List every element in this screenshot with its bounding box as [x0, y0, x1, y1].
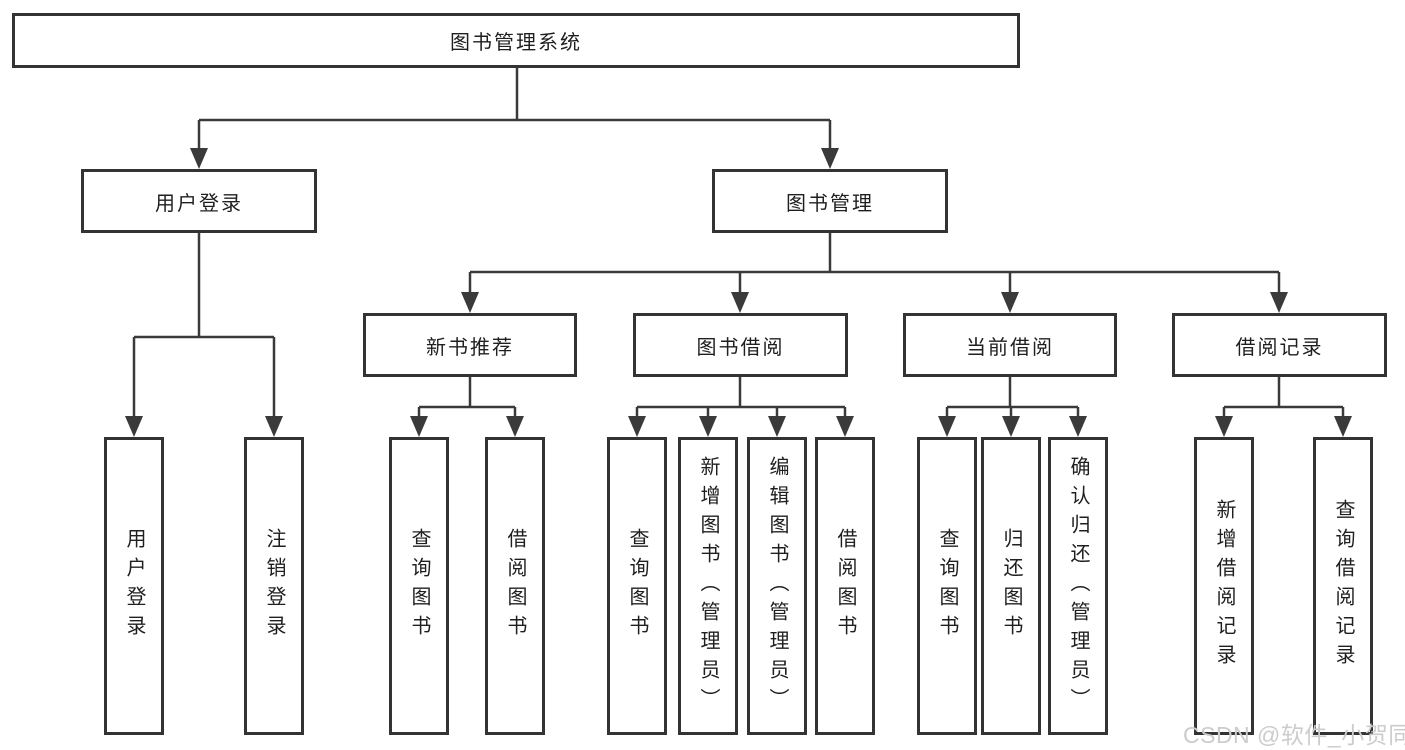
node-book-borrow: 图书借阅: [633, 313, 848, 377]
leaf-label: 查询借阅记录: [1332, 499, 1354, 673]
arrow-down-icon: [1069, 416, 1087, 437]
arrow-down-icon: [1215, 416, 1233, 437]
arrow-down-icon: [821, 148, 839, 169]
arrow-down-icon: [938, 416, 956, 437]
leaf-user-login: 用户登录: [104, 437, 164, 735]
node-new-book-recommend-label: 新书推荐: [426, 336, 514, 359]
leaf-label: 归还图书: [1000, 528, 1022, 644]
connector-borrow-record: [1222, 377, 1345, 420]
connector-book-management: [468, 233, 1281, 296]
leaf-label: 借阅图书: [504, 528, 526, 644]
arrow-down-icon: [265, 416, 283, 437]
leaf-label: 新增图书（管理员）: [697, 455, 719, 717]
connector-current-borrow: [945, 377, 1080, 420]
node-user-login-label: 用户登录: [155, 192, 243, 215]
arrow-down-icon: [768, 416, 786, 437]
arrow-down-icon: [461, 292, 479, 313]
leaf-label: 查询图书: [408, 528, 430, 644]
connector-user-login: [132, 233, 276, 420]
leaf-label: 新增借阅记录: [1213, 499, 1235, 673]
arrow-down-icon: [125, 416, 143, 437]
node-user-login: 用户登录: [81, 169, 317, 233]
node-new-book-recommend: 新书推荐: [363, 313, 577, 377]
arrow-down-icon: [410, 416, 428, 437]
arrow-down-icon: [628, 416, 646, 437]
node-borrow-record: 借阅记录: [1172, 313, 1387, 377]
arrow-down-icon: [836, 416, 854, 437]
leaf-return-book: 归还图书: [981, 437, 1041, 735]
leaf-label: 借阅图书: [834, 528, 856, 644]
arrow-down-icon: [731, 292, 749, 313]
leaf-query-books-borrow: 查询图书: [607, 437, 667, 735]
leaf-label: 用户登录: [123, 528, 145, 644]
leaf-label: 查询图书: [936, 528, 958, 644]
arrow-down-icon: [1002, 416, 1020, 437]
node-root-label: 图书管理系统: [450, 32, 582, 54]
leaf-borrow-book: 借阅图书: [815, 437, 875, 735]
node-book-management: 图书管理: [712, 169, 948, 233]
node-book-management-label: 图书管理: [786, 192, 874, 215]
connector-root: [197, 68, 832, 152]
leaf-label: 注销登录: [263, 528, 285, 644]
arrow-down-icon: [1334, 416, 1352, 437]
node-book-borrow-label: 图书借阅: [696, 336, 785, 359]
arrow-down-icon: [1270, 292, 1288, 313]
arrow-down-icon: [1001, 292, 1019, 313]
leaf-logout: 注销登录: [244, 437, 304, 735]
node-current-borrow-label: 当前借阅: [966, 336, 1054, 359]
leaf-label: 确认归还（管理员）: [1067, 455, 1089, 717]
leaf-borrow-book-recommend: 借阅图书: [485, 437, 545, 735]
arrow-down-icon: [506, 416, 524, 437]
leaf-label: 查询图书: [626, 528, 648, 644]
leaf-query-books-current: 查询图书: [917, 437, 977, 735]
leaf-query-borrow-record: 查询借阅记录: [1313, 437, 1373, 735]
node-current-borrow: 当前借阅: [903, 313, 1117, 377]
connector-new-book-recommend: [417, 377, 517, 420]
leaf-confirm-return-admin: 确认归还（管理员）: [1048, 437, 1108, 735]
arrow-down-icon: [190, 148, 208, 169]
csdn-watermark: CSDN @软件_小贺同学: [1183, 722, 1405, 748]
leaf-label: 编辑图书（管理员）: [766, 455, 788, 717]
leaf-add-book-admin: 新增图书（管理员）: [678, 437, 738, 735]
leaf-query-books-recommend: 查询图书: [389, 437, 449, 735]
node-borrow-record-label: 借阅记录: [1235, 336, 1324, 359]
node-root: 图书管理系统: [12, 13, 1020, 68]
leaf-edit-book-admin: 编辑图书（管理员）: [747, 437, 807, 735]
leaf-add-borrow-record: 新增借阅记录: [1194, 437, 1254, 735]
connector-book-borrow: [635, 377, 847, 420]
arrow-down-icon: [699, 416, 717, 437]
